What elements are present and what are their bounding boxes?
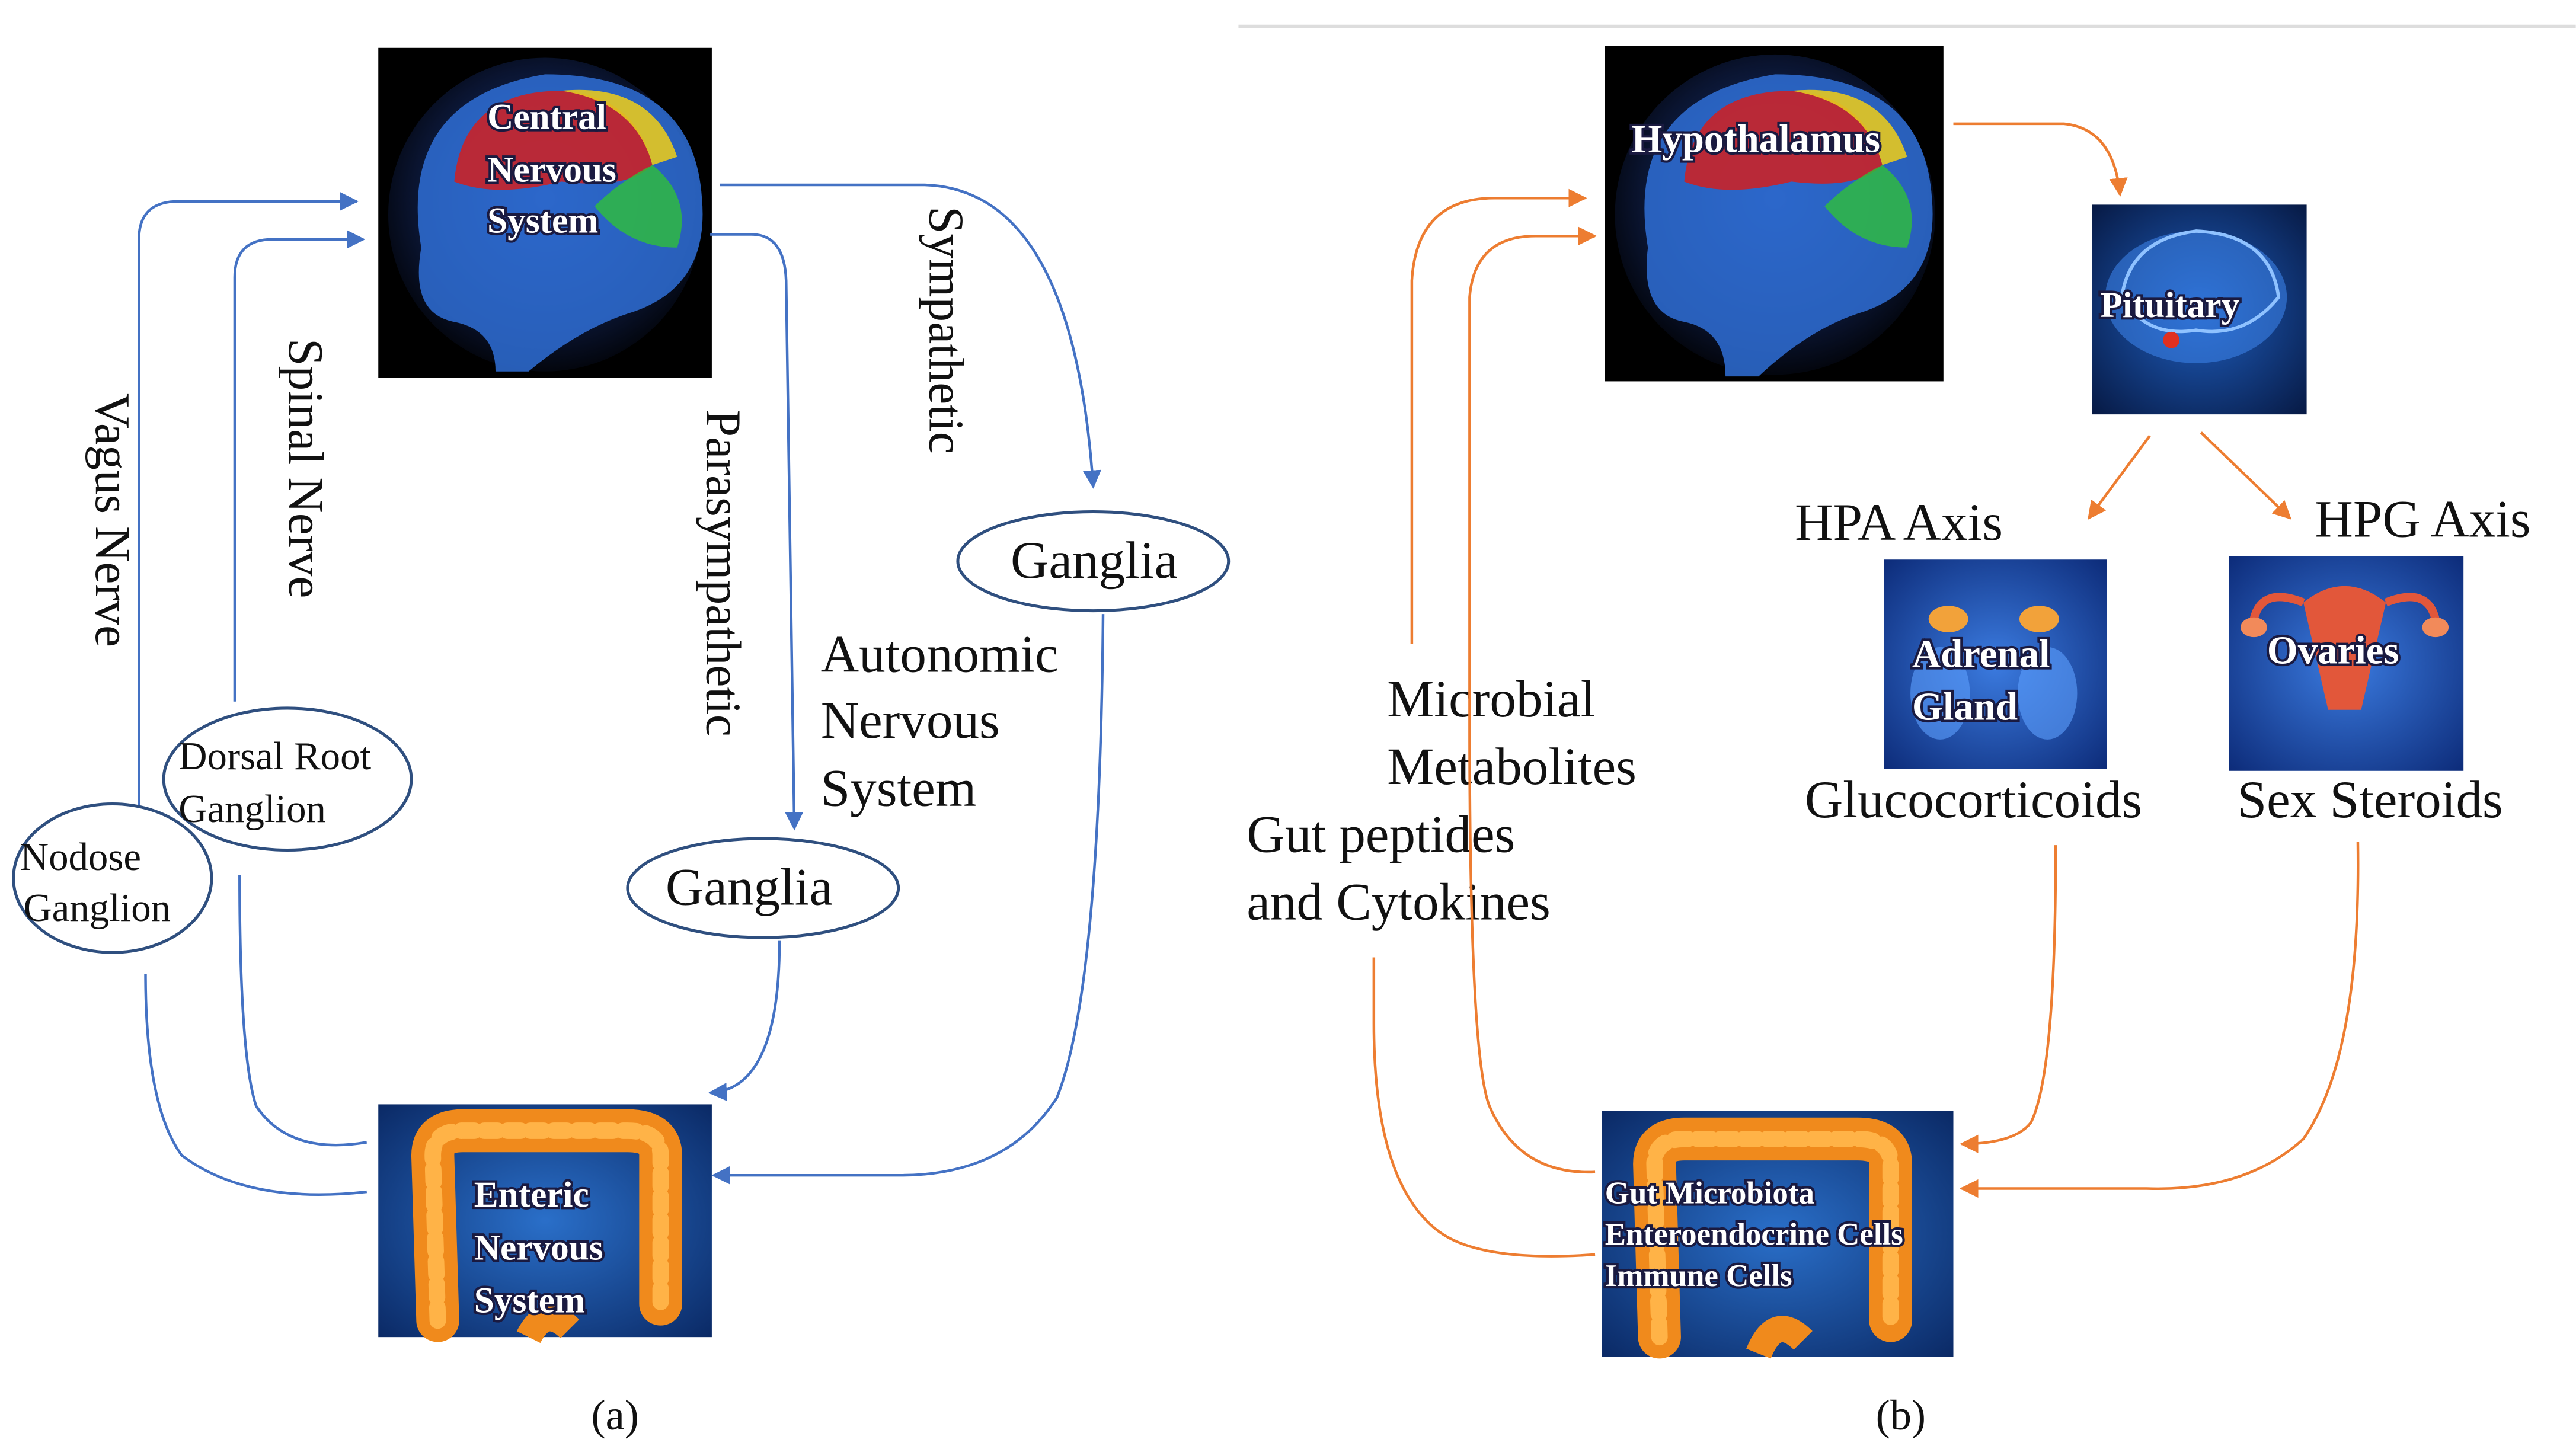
autonomic-line-2: Nervous <box>821 692 1000 750</box>
panel-a-arrows <box>138 183 1105 1196</box>
sex-steroids-to-gut-arrow <box>1960 842 2360 1198</box>
dorsal-root-line-2: Ganglion <box>178 787 326 831</box>
ovaries-image <box>2229 556 2464 771</box>
autonomic-line-1: Autonomic <box>821 626 1059 684</box>
nodose-ganglion-line-2: Ganglion <box>23 886 171 930</box>
dorsal-root-ganglion-ellipse <box>162 706 413 852</box>
ganglia-upper-ellipse <box>956 510 1231 613</box>
drg-from-ens-line <box>238 875 367 1147</box>
glucocorticoids-label: Glucocorticoids <box>1805 771 2142 829</box>
sympathetic-label: Sympathetic <box>919 206 973 454</box>
peptides-to-brain-arrow <box>1372 957 1596 1258</box>
ens-label-line-2: Nervous <box>474 1227 603 1268</box>
peptides-upper-arrow <box>1410 188 1587 644</box>
ganglia-lower-ellipse <box>626 837 900 939</box>
autonomic-line-3: System <box>821 759 976 817</box>
hpg-axis-label: HPG Axis <box>2315 490 2531 548</box>
panel-a-caption: (a) <box>592 1391 639 1439</box>
upper-ganglia-to-ens-arrow <box>711 614 1105 1185</box>
sympathetic-arrow <box>720 183 1102 489</box>
gut-microbiota-image <box>1602 1111 1954 1359</box>
metabolites-to-brain-arrow <box>1468 226 1597 1174</box>
nodose-ganglion-ellipse <box>12 802 213 954</box>
gut-box-line-3: Immune Cells <box>1605 1259 1792 1293</box>
pituitary-image <box>2092 204 2307 415</box>
dorsal-root-line-1: Dorsal Root <box>178 734 371 778</box>
microbial-metabolites-line-1: Microbial <box>1387 670 1595 728</box>
ens-label-line-1: Enteric <box>474 1175 589 1215</box>
cns-label: Central Nervous System <box>485 94 619 244</box>
nodose-ganglion-line-1: Nodose <box>20 835 141 879</box>
hypothalamus-to-pituitary-arrow <box>1953 122 2128 197</box>
adrenal-gland-image <box>1884 559 2107 769</box>
spinal-nerve-label: Spinal Nerve <box>278 338 333 598</box>
spinal-afferent-arrow <box>233 230 366 702</box>
hypothalamus-label: Hypothalamus <box>1631 117 1880 161</box>
panel-b-caption: (b) <box>1876 1391 1926 1439</box>
vagus-afferent-arrow <box>138 192 359 809</box>
vagus-nerve-label: Vagus Nerve <box>85 393 139 647</box>
pituitary-to-ovaries-arrow <box>2200 431 2291 520</box>
ens-gut-image <box>378 1104 712 1343</box>
cns-brain-image <box>378 47 712 378</box>
cns-label-line-1: Central <box>487 97 606 137</box>
panel-b-arrows <box>1372 122 2360 1258</box>
cns-label-line-3: System <box>487 201 598 241</box>
gut-peptides-line-1: Gut peptides <box>1247 805 1515 863</box>
parasympathetic-label: Parasympathetic <box>696 410 750 737</box>
glucocorticoids-to-gut-arrow <box>1960 845 2057 1153</box>
panel-a: Central Nervous System Enteric Nervous S… <box>12 47 1231 1439</box>
cns-label-line-2: Nervous <box>487 149 616 190</box>
gut-peptides-line-2: and Cytokines <box>1247 873 1550 931</box>
ovaries-label: Ovaries <box>2267 629 2399 673</box>
pituitary-to-adrenal-arrow <box>2088 435 2151 520</box>
parasympathetic-arrow <box>710 233 804 831</box>
hpa-axis-label: HPA Axis <box>1795 494 2003 552</box>
ens-label: Enteric Nervous System <box>472 1172 606 1323</box>
nodose-from-ens-line <box>144 974 367 1196</box>
adrenal-label-line-1: Adrenal <box>1912 632 2050 676</box>
ganglia-upper-label: Ganglia <box>1011 532 1178 590</box>
ganglia-lower-label: Ganglia <box>666 858 833 916</box>
microbial-metabolites-line-2: Metabolites <box>1387 738 1637 796</box>
ens-label-line-3: System <box>474 1280 585 1320</box>
pituitary-label: Pituitary <box>2100 285 2239 325</box>
sex-steroids-label: Sex Steroids <box>2238 771 2503 829</box>
lower-ganglia-to-ens-arrow <box>708 940 781 1102</box>
gut-box-line-1: Gut Microbiota <box>1605 1176 1814 1211</box>
panel-b: Hypothalamus Pituitary HPA Axis HPG Axis… <box>1238 24 2576 1439</box>
hypothalamus-brain-image <box>1605 46 1944 382</box>
gut-box-line-2: Enteroendocrine Cells <box>1605 1217 1903 1252</box>
adrenal-label-line-2: Gland <box>1912 684 2018 728</box>
